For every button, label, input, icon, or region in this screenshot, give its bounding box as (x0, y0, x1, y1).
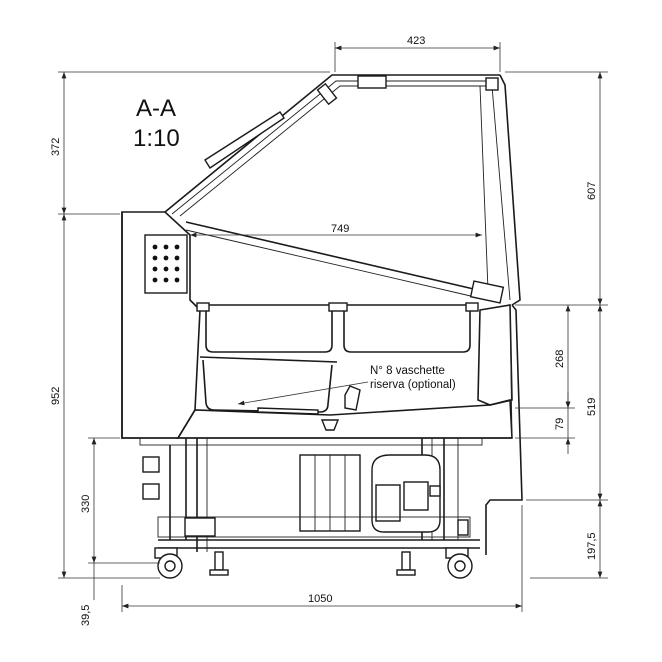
dim-base-height: 330 (80, 495, 92, 513)
dim-base-width: 1050 (308, 593, 332, 605)
dim-right-bottom: 197,5 (586, 532, 598, 560)
reserve-pan (202, 359, 333, 413)
compressor (371, 454, 441, 533)
caster-left (154, 547, 183, 579)
glass-canopy (164, 74, 500, 213)
cabinet-section (121, 74, 523, 579)
pan-left (205, 308, 333, 353)
dim-right-small: 79 (554, 418, 566, 430)
section-scale: 1:10 (133, 125, 180, 152)
dim-foot: 39,5 (80, 605, 92, 626)
support-bracket (344, 385, 361, 411)
dim-top-width: 423 (407, 35, 425, 47)
dim-right-mid: 268 (554, 350, 566, 368)
note-line-2: riserva (optional) (370, 379, 456, 391)
dimension-lines (58, 42, 608, 612)
condenser-grille (299, 454, 361, 532)
evaporator-holes (152, 244, 180, 283)
dim-upper-height: 372 (50, 138, 62, 156)
dim-inner-width: 749 (331, 223, 349, 235)
dim-right-total: 519 (586, 398, 598, 416)
drain (320, 419, 340, 431)
pan-right (343, 308, 471, 353)
caster-right (445, 547, 473, 579)
right-insulated-wall (477, 304, 513, 406)
note-line-1: N° 8 vaschette (370, 365, 445, 377)
dim-total-height: 952 (50, 387, 62, 405)
front-glass (499, 74, 521, 306)
evaporator-panel (144, 234, 188, 294)
canopy-handle (204, 111, 285, 169)
hinge-block (357, 75, 387, 89)
dim-right-upper: 607 (586, 182, 598, 200)
section-name: A-A (136, 95, 176, 122)
